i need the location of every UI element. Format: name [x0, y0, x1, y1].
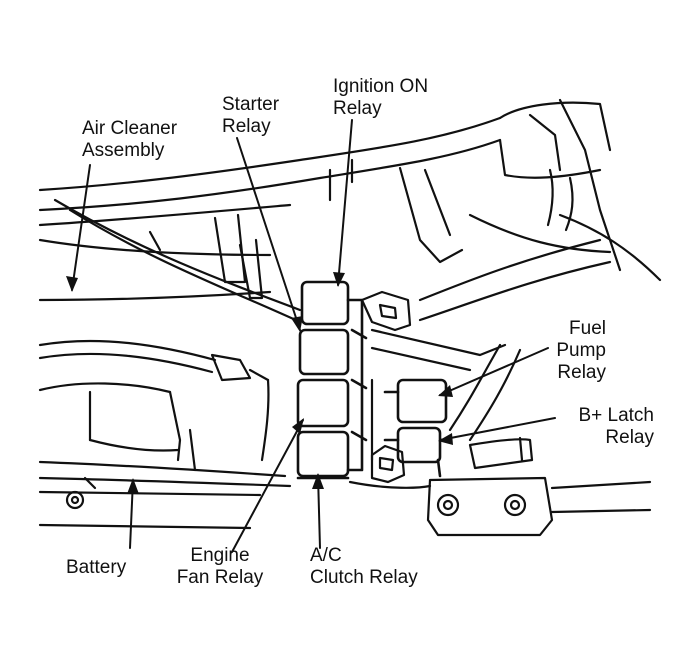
- label-line: Air Cleaner: [82, 118, 178, 139]
- label-line: Fan Relay: [176, 567, 264, 588]
- leader-lines: [71, 119, 556, 553]
- label-ac-clutch-relay: A/C Clutch Relay: [310, 545, 418, 589]
- label-battery: Battery: [66, 557, 126, 579]
- arrowheads: [66, 272, 453, 494]
- label-line: Pump: [556, 340, 606, 361]
- label-line: B+ Latch: [578, 405, 654, 426]
- label-starter-relay: Starter Relay: [222, 94, 279, 138]
- label-line: Relay: [557, 362, 606, 383]
- label-line: Relay: [333, 98, 382, 119]
- label-line: Engine: [190, 545, 250, 566]
- hoses: [53, 113, 662, 324]
- frame-rail: [348, 343, 652, 537]
- label-b-plus-latch-relay: B+ Latch Relay: [548, 405, 654, 449]
- battery-cable: [38, 339, 270, 462]
- label-line: A/C: [310, 545, 342, 566]
- label-line: Relay: [222, 116, 271, 137]
- label-engine-fan-relay: Engine Fan Relay: [164, 545, 276, 589]
- label-line: Fuel: [569, 318, 606, 339]
- label-line: Relay: [605, 427, 654, 448]
- label-fuel-pump-relay: Fuel Pump Relay: [520, 318, 606, 384]
- relay-bracket: [360, 290, 507, 484]
- air-cleaner-housing: [38, 158, 464, 302]
- label-line: Battery: [66, 557, 127, 578]
- right-relays: [383, 378, 448, 478]
- label-line: Clutch Relay: [310, 567, 418, 588]
- label-line: Starter: [222, 94, 280, 115]
- fender-contour: [38, 98, 622, 272]
- label-line: Ignition ON: [333, 76, 429, 97]
- label-air-cleaner-assembly: Air Cleaner Assembly: [82, 118, 177, 162]
- battery-body: [38, 382, 292, 530]
- relay-stack: [296, 280, 368, 480]
- label-ignition-on-relay: Ignition ON Relay: [333, 76, 428, 120]
- label-line: Assembly: [82, 140, 165, 161]
